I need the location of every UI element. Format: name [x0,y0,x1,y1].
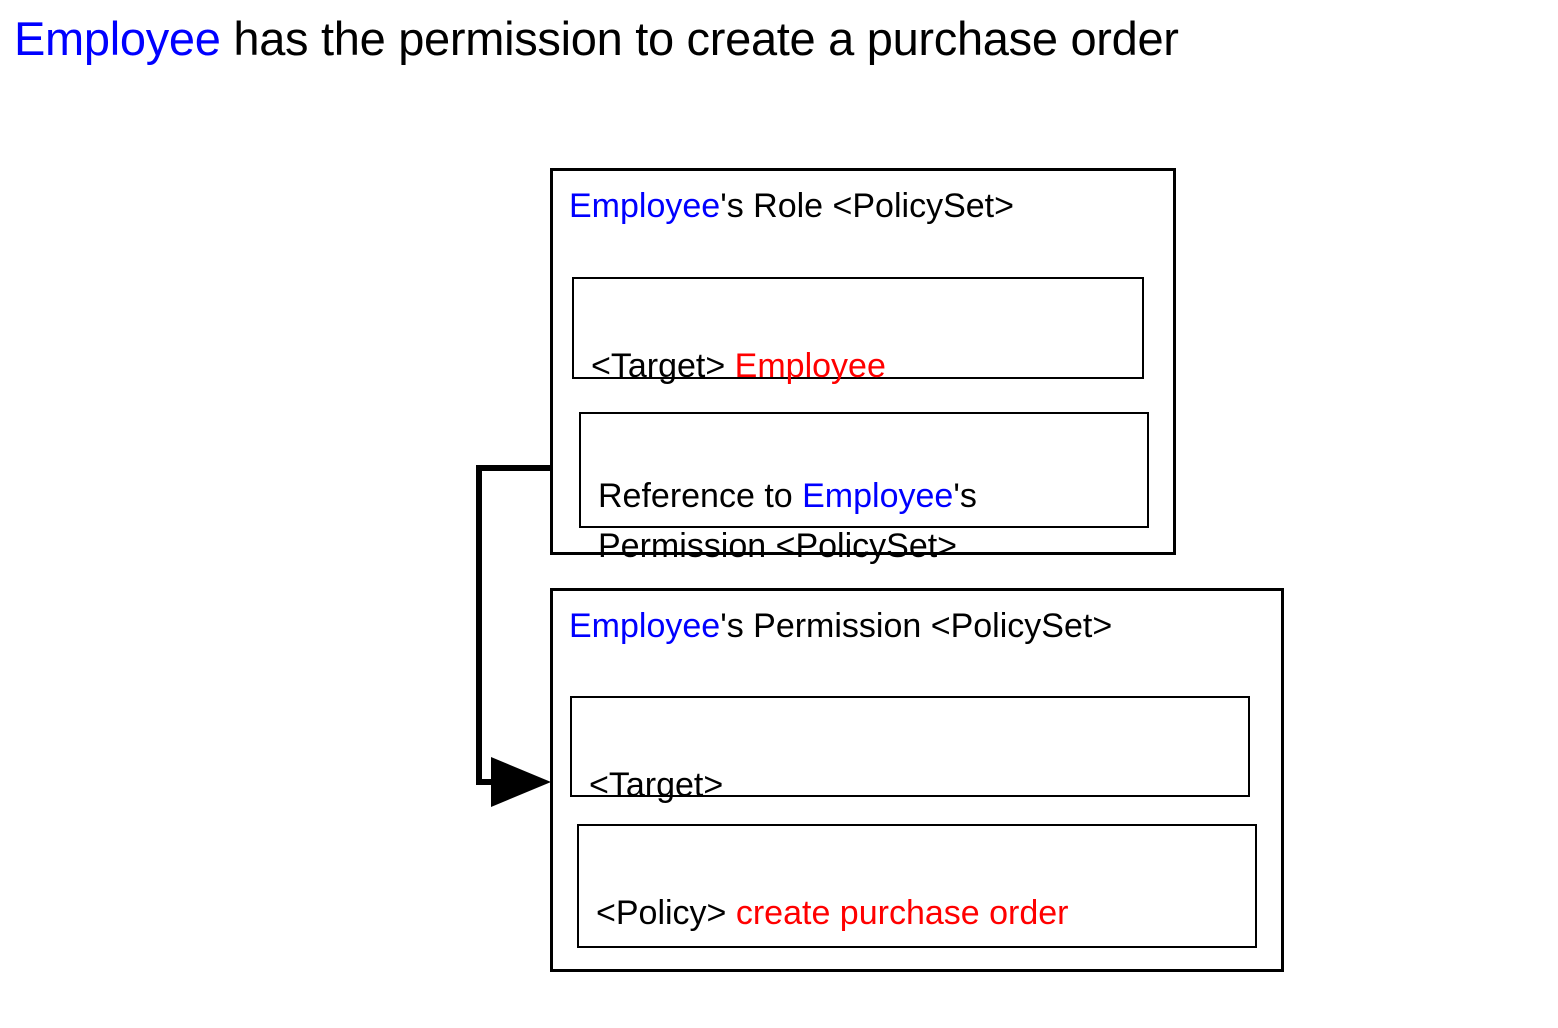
policyset-permission-title: Employee's Permission <PolicySet> [569,609,1112,643]
policyset-employees-role[interactable]: Employee's Role <PolicySet> <Target> Emp… [550,168,1176,565]
permission-policy-value: create purchase order [735,893,1069,932]
permission-target-tag: <Target> [589,765,724,804]
policyset-role-title-rest: 's Role <PolicySet> [720,187,1014,225]
element-box-role-reference[interactable]: Reference to Employee's Permission <Poli… [579,412,1149,565]
page-title: Employee has the permission to create a … [14,14,1179,63]
element-box-role-target[interactable]: <Target> Employee [572,277,1144,385]
role-target-tag: <Target> [591,346,726,385]
role-target-value: Employee [734,346,886,385]
spacer [725,347,734,385]
reference-arrow-head [491,757,551,807]
policyset-employees-permission[interactable]: Employee's Permission <PolicySet> <Targe… [550,588,1284,972]
title-subject: Employee [14,12,221,65]
policyset-role-title-subject: Employee [569,187,721,225]
role-reference-subject: Employee [802,476,954,515]
title-rest: has the permission to create a purchase … [220,12,1179,65]
permission-policy-text: <Policy> create purchase order [596,839,1069,939]
role-target-text: <Target> Employee [591,292,886,392]
policyset-permission-title-rest: 's Permission <PolicySet> [720,607,1113,645]
element-box-permission-policy[interactable]: <Policy> create purchase order [577,824,1257,948]
role-reference-suffix: 's Permission <PolicySet> [598,476,977,565]
role-reference-prefix: Reference to [598,476,803,515]
element-box-permission-target[interactable]: <Target> [570,696,1250,804]
policyset-role-title: Employee's Role <PolicySet> [569,189,1014,223]
spacer [726,894,735,932]
permission-target-text: <Target> [589,711,723,811]
role-reference-text: Reference to Employee's Permission <Poli… [598,422,977,572]
policyset-permission-title-subject: Employee [569,607,721,645]
permission-policy-tag: <Policy> [596,893,727,932]
